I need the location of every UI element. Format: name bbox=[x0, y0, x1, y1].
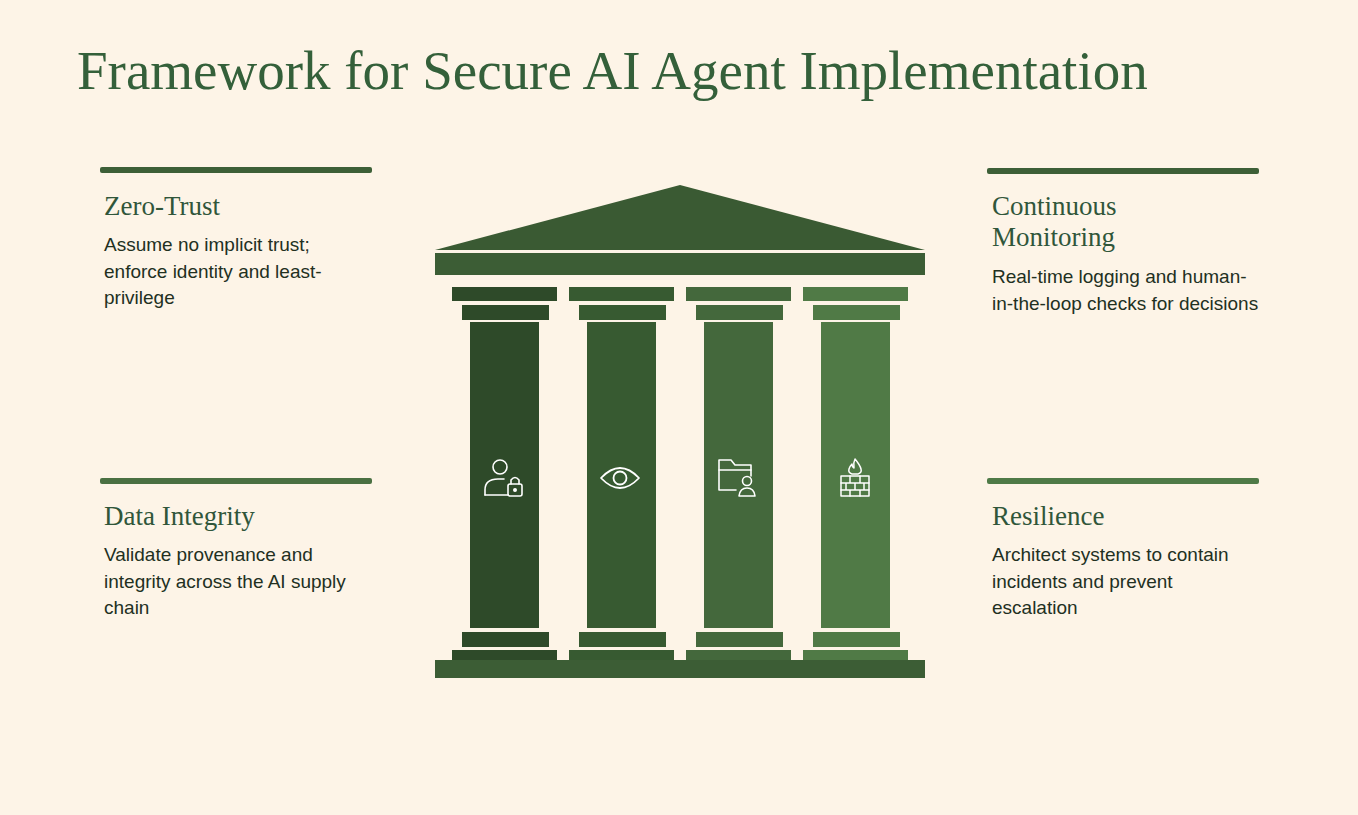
column-shaft bbox=[587, 322, 656, 628]
icon-eye bbox=[601, 468, 639, 488]
icon-lock bbox=[511, 478, 519, 485]
column-capital bbox=[569, 287, 674, 301]
pillar-heading: Resilience bbox=[992, 501, 1272, 532]
pillar-description: Validate provenance and integrity across… bbox=[104, 542, 372, 622]
divider-bar bbox=[100, 167, 372, 173]
icon-user bbox=[743, 477, 752, 486]
divider-bar bbox=[987, 168, 1259, 174]
icon-folder bbox=[719, 460, 751, 490]
icon-folder bbox=[719, 469, 751, 471]
column-shaft bbox=[470, 322, 539, 628]
identity-lock-icon bbox=[485, 460, 522, 496]
column-capital bbox=[462, 305, 549, 320]
column bbox=[686, 287, 791, 664]
icon-head bbox=[493, 460, 507, 474]
icon-lock bbox=[508, 484, 522, 496]
column-base bbox=[813, 632, 900, 647]
column-base bbox=[696, 632, 783, 647]
icon-bricks bbox=[841, 476, 869, 496]
column-capital bbox=[803, 287, 908, 301]
divider-bar bbox=[987, 478, 1259, 484]
column bbox=[452, 287, 557, 664]
pediment bbox=[435, 185, 925, 250]
pillar-description: Architect systems to contain incidents a… bbox=[992, 542, 1260, 622]
stylobate bbox=[435, 660, 925, 678]
pillar-heading: Continuous Monitoring bbox=[992, 191, 1192, 253]
pillar-description: Assume no implicit trust; enforce identi… bbox=[104, 232, 372, 312]
folder-user-icon bbox=[719, 460, 755, 496]
icon-body bbox=[485, 479, 504, 495]
icon-wall bbox=[841, 476, 869, 496]
entablature bbox=[435, 253, 925, 275]
icon-body bbox=[485, 494, 508, 496]
column-capital bbox=[696, 305, 783, 320]
column bbox=[803, 287, 908, 664]
column bbox=[569, 287, 674, 664]
column-capital bbox=[686, 287, 791, 301]
column-shaft bbox=[821, 322, 890, 628]
icon-flame bbox=[849, 459, 861, 474]
pillar-description: Real-time logging and human-in-the-loop … bbox=[992, 264, 1260, 317]
column-capital bbox=[813, 305, 900, 320]
column-shaft bbox=[704, 322, 773, 628]
column-capital bbox=[452, 287, 557, 301]
divider-bar bbox=[100, 478, 372, 484]
icon-pupil bbox=[614, 472, 627, 485]
eye-icon bbox=[601, 468, 639, 488]
column-base bbox=[462, 632, 549, 647]
icon-lock bbox=[514, 489, 516, 491]
pillar-heading: Data Integrity bbox=[104, 501, 384, 532]
diagram-title: Framework for Secure AI Agent Implementa… bbox=[77, 38, 1148, 104]
firewall-icon bbox=[841, 459, 869, 496]
pillar-heading: Zero-Trust bbox=[104, 191, 384, 222]
column-capital bbox=[579, 305, 666, 320]
column-base bbox=[579, 632, 666, 647]
icon-user bbox=[739, 488, 755, 496]
